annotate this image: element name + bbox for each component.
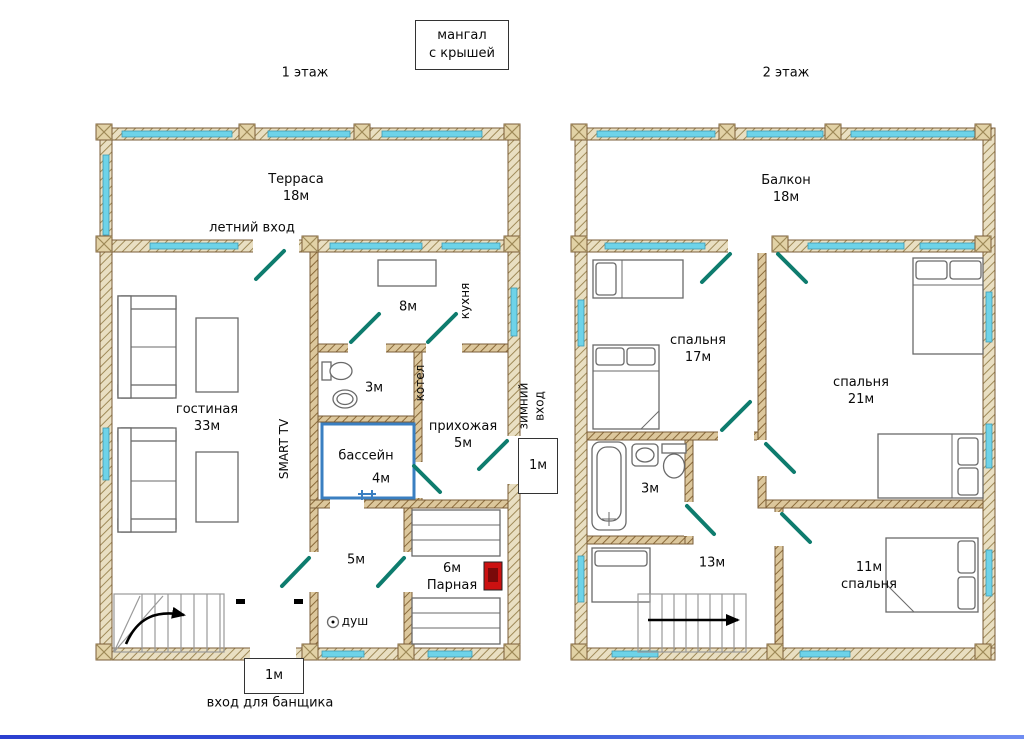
bedroom11-door bbox=[780, 512, 812, 544]
label-bedroom-11: 11м спальня bbox=[841, 560, 897, 592]
winter-porch-box: 1м bbox=[518, 438, 558, 494]
bathtub bbox=[591, 441, 627, 531]
floor1-wall-openings bbox=[250, 239, 521, 661]
floor1-title: 1 этаж bbox=[281, 65, 329, 81]
bed-bedroom11 bbox=[885, 537, 979, 613]
kitchen-table bbox=[377, 259, 437, 287]
label-summer-entrance: летний вход bbox=[209, 220, 295, 236]
label-bedroom-17: спальня 17м bbox=[670, 333, 726, 365]
stairs-floor2 bbox=[637, 593, 747, 653]
floor2-plan bbox=[570, 123, 996, 661]
side-table-2 bbox=[195, 451, 239, 523]
floor1-plan bbox=[95, 123, 521, 661]
label-boiler: котел bbox=[413, 364, 428, 402]
crib-room13 bbox=[591, 547, 651, 603]
living-room-door bbox=[280, 556, 311, 588]
stairs-up-arrow-floor1 bbox=[124, 606, 186, 645]
bathroom-door-floor2 bbox=[685, 504, 716, 536]
floor1-windows bbox=[102, 130, 518, 658]
label-hallway: прихожая 5м bbox=[428, 419, 498, 451]
summer-entrance-door bbox=[254, 249, 286, 281]
winter-entrance-door bbox=[477, 439, 509, 471]
bath-porch-box: 1м bbox=[244, 658, 304, 694]
pool-room-door bbox=[412, 464, 442, 494]
sink-floor1 bbox=[332, 389, 358, 409]
door-mark-1 bbox=[236, 599, 245, 604]
bathroom-door-floor1 bbox=[349, 312, 381, 344]
label-bedroom-21: спальня 21м bbox=[833, 375, 889, 407]
label-steam-room: 6м Парная bbox=[426, 561, 478, 593]
label-bath-attendant-entrance: вход для банщика bbox=[206, 695, 334, 711]
bbq-box: мангал с крышей bbox=[415, 20, 509, 70]
sofa-1 bbox=[117, 295, 177, 399]
floor1-doors bbox=[254, 249, 509, 588]
bed-double-bedroom21-top bbox=[912, 257, 984, 355]
floor1-furniture bbox=[113, 259, 503, 653]
bedroom17-door bbox=[720, 400, 752, 432]
pool-ladder-icon bbox=[358, 490, 376, 500]
door-mark-2 bbox=[294, 599, 303, 604]
sink-floor2 bbox=[631, 443, 659, 467]
bed-double-bedroom21-bottom bbox=[877, 433, 984, 499]
toilet-floor1 bbox=[321, 361, 353, 381]
floor2-doors bbox=[685, 252, 812, 544]
stairs-floor1 bbox=[113, 593, 225, 653]
sofa-2 bbox=[117, 427, 177, 533]
label-bathroom-floor1: 3м bbox=[364, 380, 384, 396]
sauna-stove-icon bbox=[483, 561, 503, 591]
label-room-13m: 13м bbox=[698, 555, 726, 571]
label-terrace: Терраса 18м bbox=[268, 172, 324, 204]
floor2-wall-openings bbox=[684, 239, 784, 546]
label-pool-area: 4м bbox=[371, 471, 391, 487]
toilet-floor2 bbox=[661, 443, 687, 479]
bedroom21-door bbox=[764, 442, 796, 474]
pool bbox=[320, 422, 416, 500]
label-kitchen: кухня bbox=[458, 282, 473, 320]
label-smart-tv: SMART TV bbox=[277, 418, 292, 480]
label-shower: душ bbox=[341, 614, 369, 629]
floor2-furniture bbox=[591, 257, 984, 653]
label-pool: бассейн bbox=[338, 448, 394, 464]
bed-single-bedroom17 bbox=[592, 259, 684, 299]
sauna-bench-top bbox=[411, 509, 501, 557]
label-bathroom-floor2: 3м bbox=[640, 481, 660, 497]
label-balcony: Балкон 18м bbox=[761, 173, 811, 205]
bed-double-bedroom17 bbox=[592, 344, 660, 430]
kitchen-hall-door bbox=[426, 312, 458, 344]
side-table-1 bbox=[195, 317, 239, 393]
label-room-5m: 5м bbox=[346, 552, 366, 568]
label-living-room: гостиная 33м bbox=[175, 402, 239, 434]
balcony-door-right bbox=[776, 252, 808, 284]
floor2-title: 2 этаж bbox=[762, 65, 810, 81]
label-winter-entrance: зимний вход bbox=[516, 382, 546, 430]
steam-room-door bbox=[376, 556, 406, 588]
balcony-door-left bbox=[700, 252, 732, 284]
shower-icon bbox=[326, 615, 340, 629]
floor2-windows bbox=[577, 130, 993, 658]
sauna-bench-bottom bbox=[411, 597, 501, 645]
bottom-edge-bar bbox=[0, 735, 1024, 739]
label-kitchen-area: 8м bbox=[398, 299, 418, 315]
